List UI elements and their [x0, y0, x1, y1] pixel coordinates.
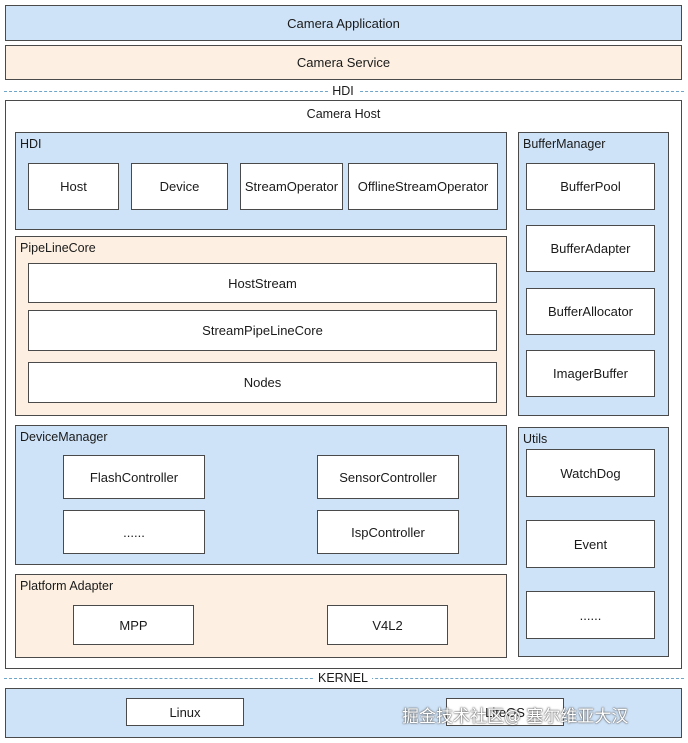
stream-operator-box: StreamOperator	[240, 163, 343, 210]
linux-box: Linux	[126, 698, 244, 726]
watermark-text: 掘金技术社区@ 塞尔维亚大汉	[402, 707, 629, 727]
event-box: Event	[526, 520, 655, 568]
buffer-allocator-box: BufferAllocator	[526, 288, 655, 335]
watchdog-label: WatchDog	[560, 465, 621, 481]
device-box: Device	[131, 163, 228, 210]
sensor-controller-box: SensorController	[317, 455, 459, 499]
buffer-pool-label: BufferPool	[560, 179, 621, 194]
sensor-controller-label: SensorController	[339, 469, 437, 485]
v4l2-label: V4L2	[372, 617, 403, 633]
hdi-divider-label: HDI	[328, 84, 358, 98]
host-stream-label: HostStream	[228, 275, 297, 291]
hdi-group-title: HDI	[20, 137, 42, 151]
utils-title: Utils	[523, 432, 548, 446]
offline-stream-operator-label: OfflineStreamOperator	[357, 179, 489, 194]
buffer-pool-box: BufferPool	[526, 163, 655, 210]
mpp-box: MPP	[73, 605, 194, 645]
isp-controller-label: IspController	[351, 524, 425, 540]
device-manager-ellipsis-label: ......	[123, 524, 145, 540]
liteos-box: LiteOS	[446, 698, 564, 726]
mpp-label: MPP	[119, 617, 148, 633]
host-stream-box: HostStream	[28, 263, 497, 303]
flash-controller-label: FlashController	[89, 469, 179, 485]
imager-buffer-label: ImagerBuffer	[553, 366, 628, 381]
imager-buffer-box: ImagerBuffer	[526, 350, 655, 397]
stream-operator-label: StreamOperator	[244, 179, 339, 194]
pipeline-core-title: PipeLineCore	[20, 241, 96, 255]
stream-pipeline-core-label: StreamPipeLineCore	[202, 323, 323, 338]
kernel-divider-label: KERNEL	[313, 671, 373, 685]
v4l2-box: V4L2	[327, 605, 448, 645]
event-label: Event	[573, 536, 608, 552]
camera-application-label: Camera Application	[287, 15, 400, 31]
flash-controller-box: FlashController	[63, 455, 205, 499]
host-label: Host	[60, 179, 87, 194]
host-box: Host	[28, 163, 119, 210]
device-manager-ellipsis-box: ......	[63, 510, 205, 554]
nodes-box: Nodes	[28, 362, 497, 403]
liteos-label: LiteOS	[485, 704, 525, 720]
kernel-layer	[5, 688, 682, 738]
utils-ellipsis-label: ......	[579, 607, 602, 623]
camera-service-layer: Camera Service	[5, 45, 682, 80]
buffer-allocator-label: BufferAllocator	[547, 304, 634, 319]
stream-pipeline-core-box: StreamPipeLineCore	[28, 310, 497, 351]
buffer-manager-title: BufferManager	[523, 137, 606, 151]
camera-application-layer: Camera Application	[5, 5, 682, 41]
buffer-adapter-label: BufferAdapter	[550, 241, 631, 256]
isp-controller-box: IspController	[317, 510, 459, 554]
linux-label: Linux	[169, 704, 201, 720]
buffer-adapter-box: BufferAdapter	[526, 225, 655, 272]
device-label: Device	[159, 179, 200, 194]
utils-ellipsis-box: ......	[526, 591, 655, 639]
platform-adapter-title: Platform Adapter	[20, 579, 114, 593]
watchdog-box: WatchDog	[526, 449, 655, 497]
offline-stream-operator-box: OfflineStreamOperator	[348, 163, 498, 210]
camera-host-title: Camera Host	[306, 107, 381, 121]
device-manager-title: DeviceManager	[20, 430, 108, 444]
nodes-label: Nodes	[243, 375, 282, 390]
camera-service-label: Camera Service	[296, 55, 391, 70]
